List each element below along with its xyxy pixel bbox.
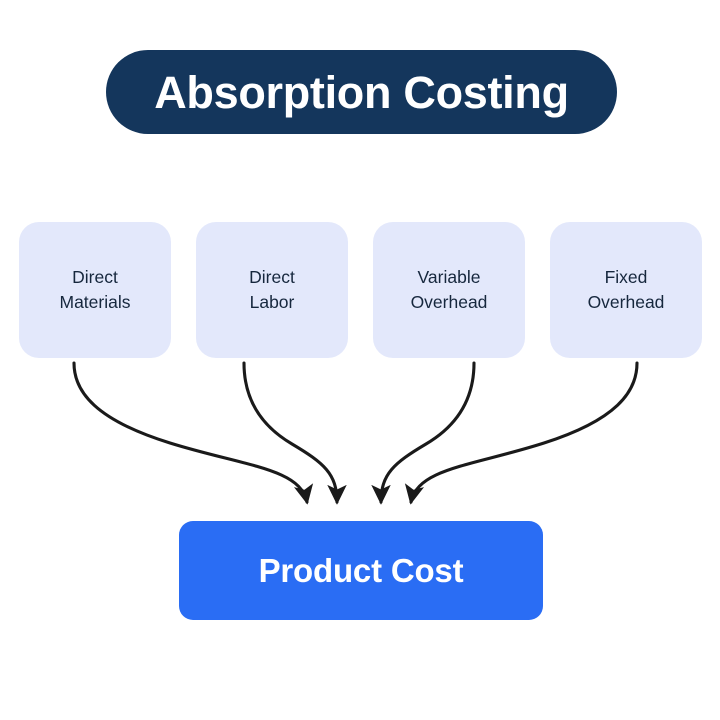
page-title: Absorption Costing	[154, 66, 569, 118]
cost-component-label-line2: Overhead	[410, 292, 488, 312]
cost-component-label-line1: Direct	[249, 267, 295, 288]
flow-arrow-fixed-overhead	[404, 361, 639, 505]
diagram-title-pill: Absorption Costing	[106, 50, 617, 134]
product-cost-label: Product Cost	[258, 552, 464, 589]
cost-component-label-line1: Variable	[417, 267, 481, 288]
cost-component-label-line2: Labor	[249, 292, 295, 312]
cost-component-label-line1: Direct	[72, 267, 118, 288]
cost-component-label-line2: Materials	[59, 292, 131, 312]
cost-component-label-line2: Overhead	[587, 292, 665, 312]
flow-arrow-direct-labor	[242, 361, 347, 505]
product-cost-box[interactable]: Product Cost	[179, 521, 543, 620]
flow-arrow-variable-overhead	[371, 361, 476, 505]
flow-arrow-direct-materials	[72, 361, 314, 505]
cost-component-label-line1: Fixed	[604, 267, 648, 288]
